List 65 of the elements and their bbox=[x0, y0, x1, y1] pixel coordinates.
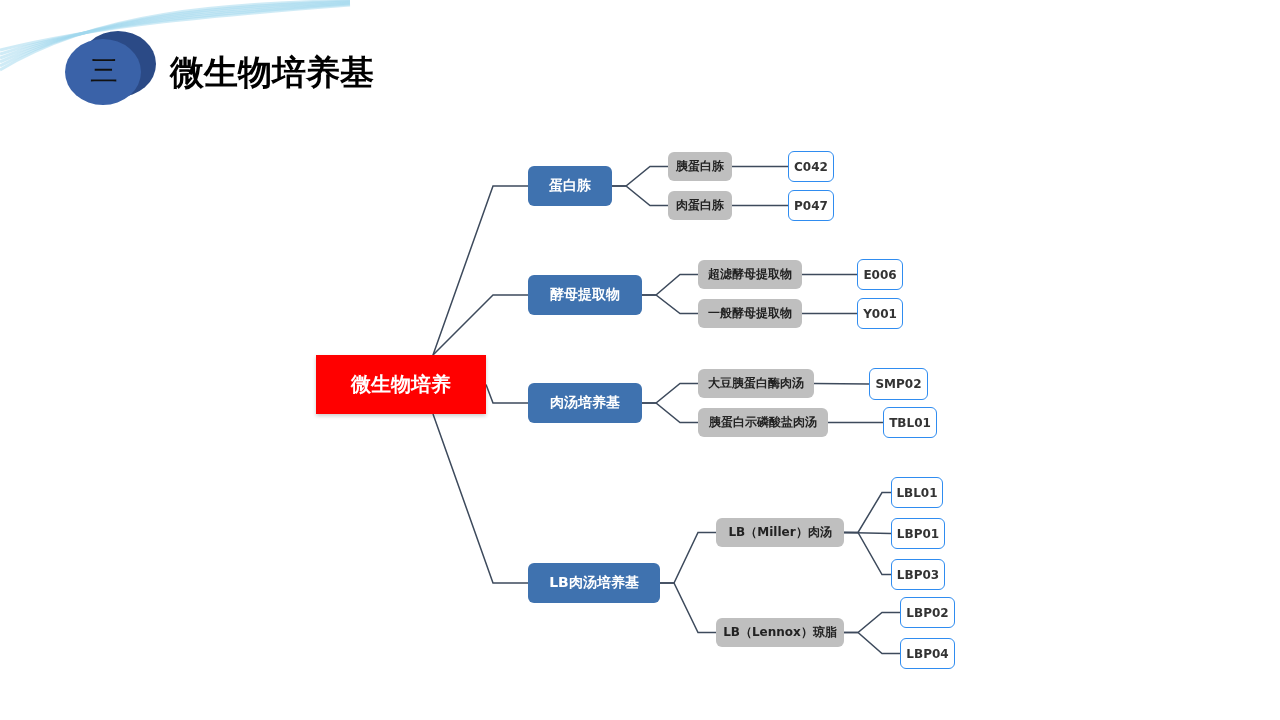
subtopic-box bbox=[716, 518, 844, 547]
code-box bbox=[900, 638, 955, 669]
node-label: LBP03 bbox=[896, 567, 940, 582]
node-label: 超滤酵母提取物 bbox=[708, 266, 792, 283]
connector-line bbox=[641, 294, 699, 315]
node-label: 肉汤培养基 bbox=[550, 394, 620, 412]
connector-line bbox=[801, 273, 858, 276]
connector-line bbox=[813, 382, 870, 385]
main-topic-box bbox=[528, 275, 642, 315]
main-topic-box bbox=[528, 383, 642, 423]
section-number: 三 bbox=[89, 53, 119, 89]
connector-line bbox=[827, 421, 884, 424]
root-topic-box bbox=[316, 355, 486, 414]
code-box bbox=[857, 259, 903, 290]
connector-line bbox=[611, 185, 669, 207]
code-box bbox=[891, 477, 943, 508]
node-label: 大豆胰蛋白酶肉汤 bbox=[708, 375, 804, 392]
code-box bbox=[891, 559, 945, 590]
subtopic-box bbox=[698, 408, 828, 437]
connector-line bbox=[843, 631, 901, 655]
node-label: TBL01 bbox=[889, 415, 931, 430]
node-label: LB肉汤培养基 bbox=[549, 574, 639, 592]
node-label: 胰蛋白示磷酸盐肉汤 bbox=[709, 414, 817, 431]
connector-line bbox=[843, 531, 892, 576]
node-label: 胰蛋白胨 bbox=[676, 158, 724, 175]
connector-line bbox=[731, 165, 789, 168]
subtopic-box bbox=[698, 299, 802, 328]
code-box bbox=[900, 597, 955, 628]
code-box bbox=[788, 151, 834, 182]
code-box bbox=[891, 518, 945, 549]
node-label: LB（Miller）肉汤 bbox=[728, 524, 832, 541]
subtopic-box bbox=[716, 618, 844, 647]
node-label: C042 bbox=[794, 159, 828, 174]
code-box bbox=[857, 298, 903, 329]
node-label: LBL01 bbox=[896, 485, 938, 500]
connector-line bbox=[731, 204, 789, 207]
connector-line bbox=[432, 413, 529, 584]
node-label: E006 bbox=[863, 267, 897, 282]
connector-line bbox=[659, 582, 717, 634]
subtopic-box bbox=[668, 152, 732, 181]
connector-line bbox=[432, 294, 529, 356]
node-label: Y001 bbox=[863, 306, 897, 321]
connector-line bbox=[801, 312, 858, 315]
node-label: LBP02 bbox=[906, 605, 949, 620]
node-label: LBP01 bbox=[896, 526, 940, 541]
subtopic-box bbox=[698, 369, 814, 398]
node-label: 肉蛋白胨 bbox=[676, 197, 724, 214]
node-label: LBP04 bbox=[906, 646, 949, 661]
node-label: 微生物培养 bbox=[351, 371, 451, 398]
node-label: 蛋白胨 bbox=[549, 177, 591, 195]
code-box bbox=[883, 407, 937, 438]
subtopic-box bbox=[698, 260, 802, 289]
code-box bbox=[869, 368, 928, 400]
main-topic-box bbox=[528, 166, 612, 206]
node-label: SMP02 bbox=[875, 377, 922, 391]
code-box bbox=[788, 190, 834, 221]
slide-title: 微生物培养基 bbox=[170, 51, 374, 94]
subtopic-box bbox=[668, 191, 732, 220]
node-label: 酵母提取物 bbox=[550, 286, 620, 304]
node-label: 一般酵母提取物 bbox=[708, 305, 792, 322]
main-topic-box bbox=[528, 563, 660, 603]
connector-line bbox=[641, 402, 699, 424]
node-label: LB（Lennox）琼脂 bbox=[723, 624, 837, 641]
connector-line bbox=[432, 185, 529, 356]
node-label: P047 bbox=[794, 198, 828, 213]
